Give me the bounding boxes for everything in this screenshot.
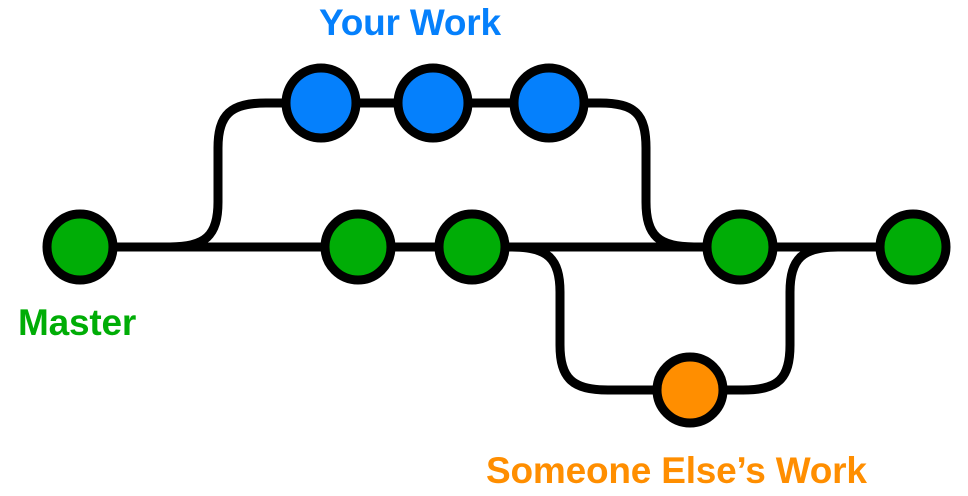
commit-node-master-1[interactable] bbox=[42, 209, 118, 285]
commit-node-master-4[interactable] bbox=[702, 209, 778, 285]
commit-node-someone-else-1[interactable] bbox=[652, 352, 728, 428]
commit-node-master-2[interactable] bbox=[320, 209, 396, 285]
edge-someone-else-branch-out bbox=[511, 242, 690, 395]
branch-label-someone-elses-work: Someone Else’s Work bbox=[486, 450, 867, 491]
node-layer bbox=[42, 63, 951, 428]
commit-node-master-3[interactable] bbox=[434, 209, 510, 285]
commit-node-your-work-1[interactable] bbox=[281, 63, 361, 143]
commit-node-your-work-2[interactable] bbox=[393, 63, 473, 143]
branch-label-master: Master bbox=[18, 302, 137, 343]
edge-your-work-branch-out bbox=[169, 98, 321, 252]
edge-someone-else-merge-in bbox=[690, 242, 880, 395]
commit-node-your-work-3[interactable] bbox=[509, 63, 589, 143]
branch-label-your-work: Your Work bbox=[319, 2, 501, 43]
edge-your-work-merge-in bbox=[549, 98, 740, 252]
commit-node-master-5[interactable] bbox=[875, 209, 951, 285]
